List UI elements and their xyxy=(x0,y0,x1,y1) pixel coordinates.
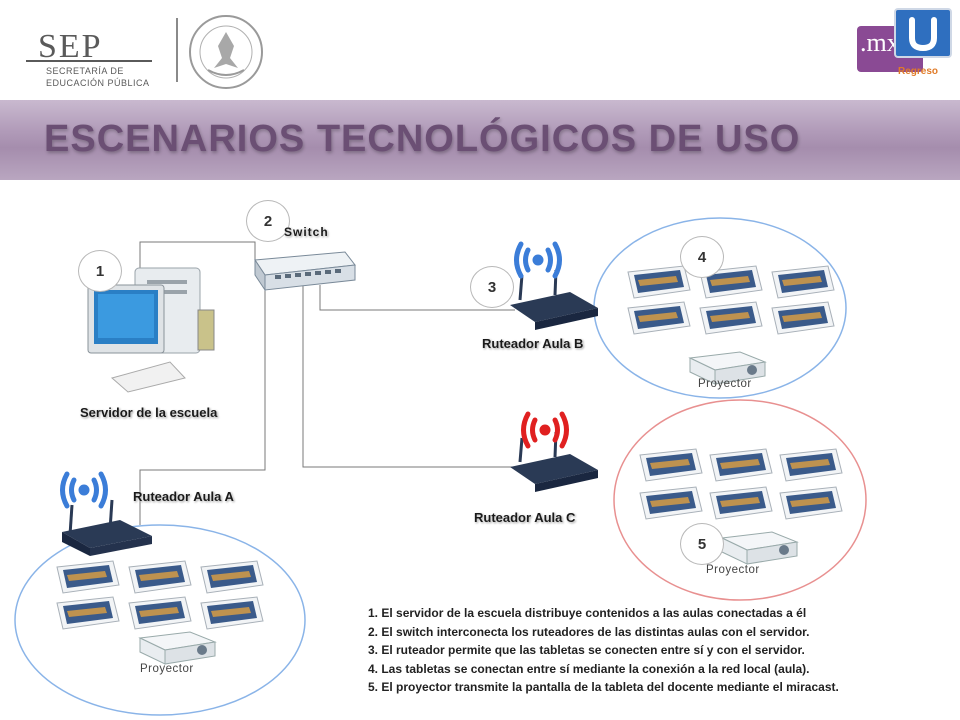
page-title: ESCENARIOS TECNOLÓGICOS DE USO xyxy=(44,118,801,160)
tablet-icon xyxy=(699,265,763,299)
node-number-4: 4 xyxy=(680,236,724,278)
tablet-icon xyxy=(56,560,120,594)
router-b-label: Ruteador Aula B xyxy=(482,336,584,351)
note-item: 2. El switch interconecta los ruteadores… xyxy=(368,624,810,639)
header: SEP SECRETARÍA DE EDUCACIÓN PÚBLICA .mx … xyxy=(0,0,960,100)
tablet-icon xyxy=(779,486,843,520)
router-b-wifi-icon xyxy=(514,241,562,279)
switch-label: Switch xyxy=(284,225,329,239)
tablet-icon xyxy=(779,448,843,482)
tablet-icon xyxy=(56,596,120,630)
notes-list: 1. El servidor de la escuela distribuye … xyxy=(368,604,839,697)
tablet-icon xyxy=(709,448,773,482)
tablet-icon xyxy=(771,301,835,335)
projector-b-icon xyxy=(688,351,767,385)
sep-logo-line xyxy=(26,60,152,62)
tablet-icon xyxy=(200,560,264,594)
tablets-layer xyxy=(56,265,843,630)
tablet-icon xyxy=(128,560,192,594)
header-divider xyxy=(176,18,178,82)
router-a-label: Ruteador Aula A xyxy=(133,489,234,504)
line-switch-router-c xyxy=(302,285,515,468)
tablet-icon xyxy=(128,596,192,630)
tablet-icon xyxy=(639,448,703,482)
return-arrow-icon xyxy=(909,17,937,52)
tablet-icon xyxy=(771,265,835,299)
router-c-icon xyxy=(510,431,598,492)
router-c-wifi-icon xyxy=(521,411,569,449)
projector-a-icon xyxy=(138,631,217,665)
sep-logo-subtitle-2: EDUCACIÓN PÚBLICA xyxy=(46,78,150,88)
line-switch-router-a xyxy=(139,285,266,525)
national-seal-icon xyxy=(189,15,263,89)
line-switch-router-b xyxy=(319,285,515,311)
tablet-icon xyxy=(699,301,763,335)
return-label: Regreso xyxy=(898,66,939,77)
classroom-c-circle xyxy=(613,399,867,601)
tablet-icon xyxy=(709,486,773,520)
tablet-icon xyxy=(627,301,691,335)
projector-c-icon xyxy=(720,531,799,565)
router-a-wifi-icon xyxy=(60,471,108,509)
tablet-icon xyxy=(200,596,264,630)
router-b-icon xyxy=(510,269,598,330)
network-diagram xyxy=(14,217,867,716)
switch-device-icon xyxy=(254,251,356,292)
projector-a-label: Proyector xyxy=(140,663,194,675)
server-computer-icon xyxy=(87,267,215,393)
node-number-5: 5 xyxy=(680,523,724,565)
return-button[interactable] xyxy=(894,8,952,58)
node-number-2: 2 xyxy=(246,200,290,242)
connection-lines xyxy=(139,241,515,525)
note-item: 1. El servidor de la escuela distribuye … xyxy=(368,606,807,620)
mx-badge-text: .mx xyxy=(860,28,900,57)
server-label: Servidor de la escuela xyxy=(80,405,218,420)
note-item: 5. El proyector transmite la pantalla de… xyxy=(368,680,839,694)
note-item: 4. Las tabletas se conectan entre sí med… xyxy=(368,661,810,676)
node-number-3: 3 xyxy=(470,266,514,308)
title-band xyxy=(0,100,960,180)
tablet-icon xyxy=(639,486,703,520)
projector-b-label: Proyector xyxy=(698,378,752,390)
projector-c-label: Proyector xyxy=(706,564,760,576)
router-a-icon xyxy=(62,499,152,556)
node-number-1: 1 xyxy=(78,250,122,292)
router-c-label: Ruteador Aula C xyxy=(474,510,576,525)
line-server-switch xyxy=(139,241,256,275)
note-item: 3. El ruteador permite que las tabletas … xyxy=(368,643,805,657)
classroom-a-circle xyxy=(14,524,306,716)
tablet-icon xyxy=(627,265,691,299)
sep-logo-subtitle-1: SECRETARÍA DE xyxy=(46,66,124,76)
sep-logo-title: SEP xyxy=(38,28,103,65)
